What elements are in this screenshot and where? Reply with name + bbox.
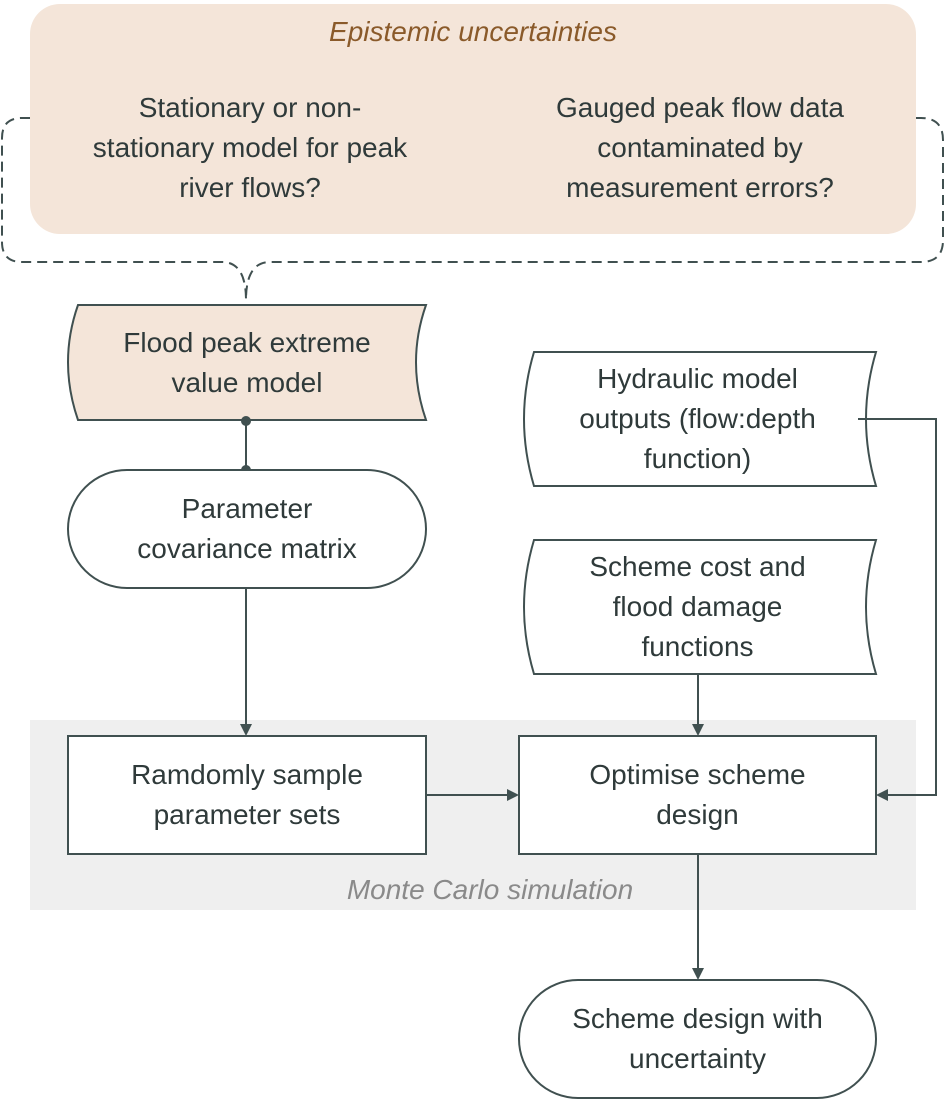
hydraulic-label: Hydraulic model outputs (flow:depth func… (579, 363, 816, 474)
epistemic-box (30, 4, 916, 234)
optimise-shape (518, 735, 877, 855)
cost-shape (523, 539, 878, 675)
sample-label: Ramdomly sample parameter sets (131, 759, 363, 830)
arrow-hydraulic-to-optimise (858, 418, 937, 801)
result-shape (518, 979, 877, 1099)
epistemic-left-text: Stationary or non- stationary model for … (92, 92, 408, 203)
flood-model-label: Flood peak extreme value model (123, 326, 371, 398)
flood-model-shape (67, 304, 428, 421)
sample-shape (67, 735, 427, 855)
optimise-label: Optimise scheme design (589, 759, 806, 830)
hydraulic-shape (523, 351, 878, 487)
monte-carlo-label: Monte Carlo simulation (346, 874, 634, 905)
dashed-brace (1, 117, 944, 301)
connector-dot-top (241, 416, 251, 426)
covariance-label: Parameter covariance matrix (137, 493, 357, 564)
epistemic-title: Epistemic uncertainties (329, 16, 617, 47)
cost-label: Scheme cost and flood damage functions (589, 551, 806, 662)
epistemic-right-text: Gauged peak flow data contaminated by me… (556, 92, 844, 203)
result-label: Scheme design with uncertainty (572, 1003, 823, 1074)
